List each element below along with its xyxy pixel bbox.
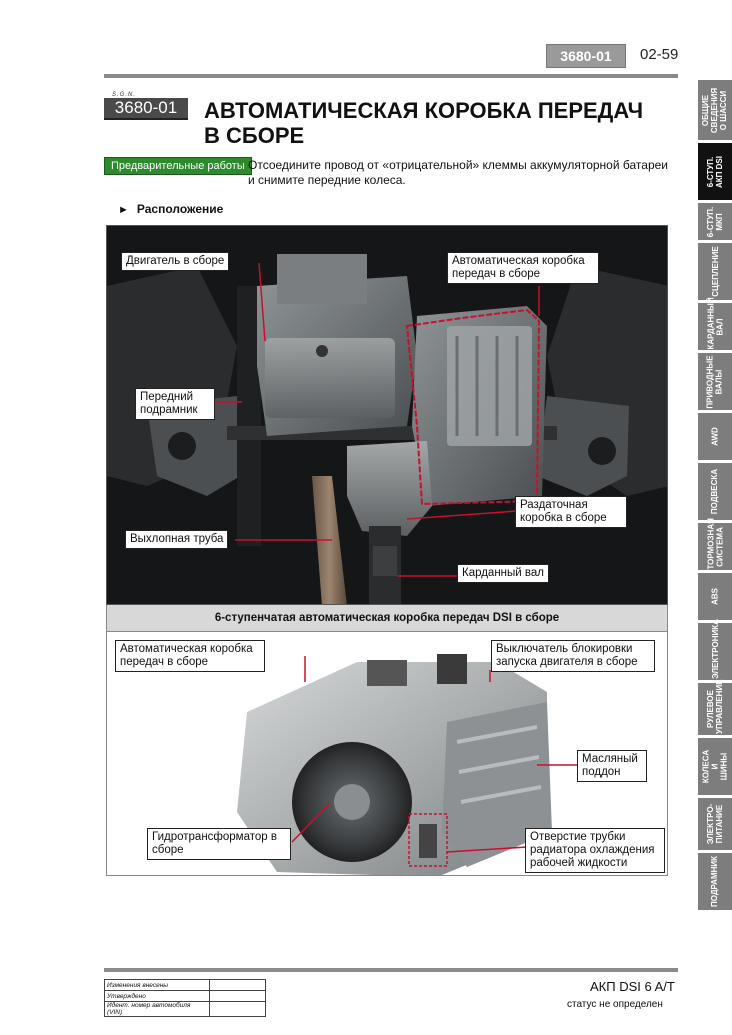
side-tab[interactable]: ОБЩИЕ СВЕДЕНИЯ О ШАССИ (698, 80, 732, 142)
side-tab[interactable]: ПОДРАМНИК (698, 853, 732, 912)
page-number: 02-59 (640, 46, 679, 63)
underbody-photo: Двигатель в сборе Автоматическая коробка… (106, 225, 668, 605)
footer-row: Утверждено (104, 990, 266, 1002)
callout-oil-pan: Масляный поддон (577, 750, 647, 782)
footer-row: Идент. номер автомобиля (VIN) (104, 1001, 266, 1017)
footer-row-label: Идент. номер автомобиля (VIN) (104, 1001, 210, 1017)
callout-exhaust: Выхлопная труба (125, 530, 229, 549)
side-tab[interactable]: AWD (698, 413, 732, 462)
footer-row-value (209, 979, 266, 991)
gearbox-illustration (237, 654, 577, 875)
location-heading: ► Расположение (118, 202, 223, 216)
page-title-line2: В СБОРЕ (204, 123, 305, 148)
triangle-bullet-icon: ► (118, 204, 129, 216)
page-title-line1: АВТОМАТИЧЕСКАЯ КОРОБКА ПЕРЕДАЧ (204, 98, 644, 123)
footer-table: Изменения внесены Утверждено Идент. номе… (104, 979, 266, 1017)
side-tab-label: ПРИВОДНЫЕ ВАЛЫ (706, 354, 724, 409)
side-tab-label: СЦЕПЛЕНИЕ (710, 246, 720, 297)
callout-gearbox-assembly: Автоматическая коробка передач в сборе (115, 640, 265, 672)
side-tab-label: КАРДАННЫЙ ВАЛ (706, 296, 724, 349)
side-tab[interactable]: ПРИВОДНЫЕ ВАЛЫ (698, 353, 732, 412)
callout-transfer-case: Раздаточная коробка в сборе (515, 496, 627, 528)
footer-rule (104, 968, 678, 972)
side-tab-label: ПОДРАМНИК (710, 855, 720, 908)
side-tab-label: 6-СТУП. МКП (706, 206, 724, 237)
footer-row-value (209, 990, 266, 1002)
side-tab[interactable]: КОЛЕСА И ШИНЫ (698, 738, 732, 797)
footer-row-label: Утверждено (104, 990, 210, 1002)
footer-row-label: Изменения внесены (104, 979, 210, 991)
side-tab-label: РУЛЕВОЕ УПРАВЛЕНИЕ (706, 679, 724, 734)
section-badge: 3680-01 (104, 98, 188, 120)
footer-status: статус не определен (567, 999, 663, 1010)
gearbox-photo: Автоматическая коробка передач в сборе В… (106, 631, 668, 876)
callout-inhibitor-switch: Выключатель блокировки запуска двигателя… (491, 640, 655, 672)
side-tab[interactable]: ABS (698, 573, 732, 622)
callout-driveshaft: Карданный вал (457, 564, 550, 583)
location-heading-text: Расположение (136, 202, 224, 216)
footer-row: Изменения внесены (104, 979, 266, 991)
photo-caption: 6-ступенчатая автоматическая коробка пер… (106, 605, 668, 631)
side-tab[interactable]: СЦЕПЛЕНИЕ (698, 243, 732, 302)
callout-gearbox: Автоматическая коробка передач в сборе (447, 252, 599, 284)
side-tab-label: 6-СТУП. АКП DSI (706, 155, 724, 188)
side-tab[interactable]: ТОРМОЗНАЯ СИСТЕМА (698, 517, 732, 572)
header-section-code: 3680-01 (546, 44, 626, 68)
side-tab-label: AWD (710, 427, 720, 446)
page-title: АВТОМАТИЧЕСКАЯ КОРОБКА ПЕРЕДАЧ В СБОРЕ (204, 98, 674, 148)
callout-subframe: Передний подрамник (135, 388, 215, 420)
footer-row-value (209, 1001, 266, 1017)
side-tab[interactable]: ЭЛЕКТРО-ПИТАНИЕ (698, 798, 732, 852)
side-tab[interactable]: РУЛЕВОЕ УПРАВЛЕНИЕ (698, 679, 732, 737)
preliminary-badge: Предварительные работы (104, 157, 252, 175)
preliminary-text: Отсоедините провод от «отрицательной» кл… (248, 158, 668, 187)
footer-model: АКП DSI 6 A/T (590, 979, 675, 994)
side-tab[interactable]: ЭЛЕКТРОНИКА (698, 619, 732, 682)
side-tab[interactable]: КАРДАННЫЙ ВАЛ (698, 296, 732, 352)
callout-engine: Двигатель в сборе (121, 252, 230, 271)
side-tab-label: ЭЛЕКТРОНИКА (710, 619, 720, 679)
side-tab-label: ЭЛЕКТРО-ПИТАНИЕ (706, 803, 725, 845)
side-tab-label: ТОРМОЗНАЯ СИСТЕМА (706, 517, 724, 569)
side-tab-label: КОЛЕСА И ШИНЫ (701, 749, 729, 784)
side-tab-label: ОБЩИЕ СВЕДЕНИЯ О ШАССИ (701, 87, 729, 133)
header-rule (104, 74, 678, 78)
side-tab[interactable]: 6-СТУП. МКП (698, 203, 732, 242)
side-tab-label: ПОДВЕСКА (710, 468, 720, 515)
side-tab[interactable]: 6-СТУП. АКП DSI (698, 143, 732, 202)
callout-cooler-pipe: Отверстие трубки радиатора охлаждения ра… (525, 828, 665, 873)
brand-mark: S.G.N. (112, 92, 137, 98)
side-tab-label: ABS (710, 588, 720, 605)
side-tab[interactable]: ПОДВЕСКА (698, 463, 732, 522)
callout-torque-converter: Гидротрансформатор в сборе (147, 828, 291, 860)
